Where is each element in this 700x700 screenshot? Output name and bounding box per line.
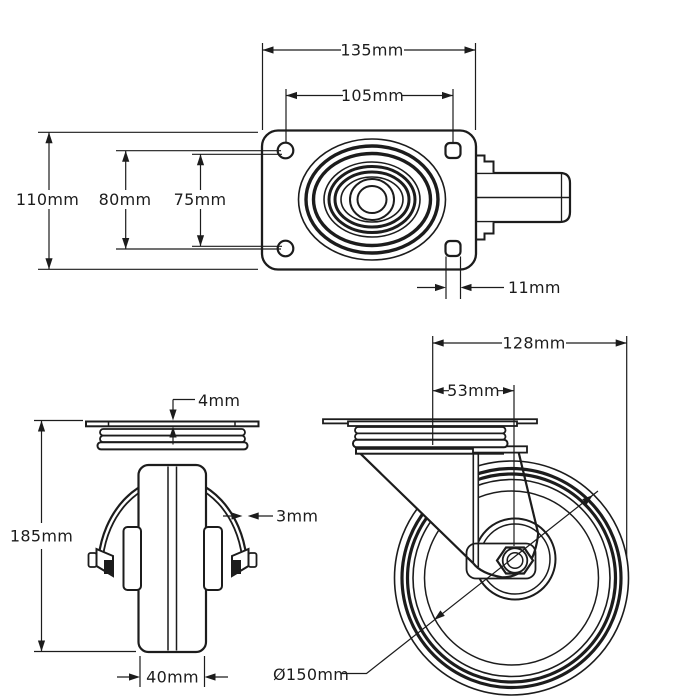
arrowhead [432,387,444,395]
arrowhead [129,673,140,681]
diameter-leader-line [342,490,599,675]
dim-label-overall-height: 185mm [10,527,73,546]
arrowhead [169,409,177,421]
washer-ring [501,547,529,574]
wheel-front-view [137,463,208,654]
arrowhead [45,132,53,144]
arrowhead [231,512,243,520]
bracket-step-top [475,154,495,173]
fork-bottom-wrap [472,533,540,579]
wheel-top-view [474,154,572,241]
dim-label-wheel-width: 40mm [146,668,199,687]
fork-foot-left-pad [104,560,113,574]
dim-plate-width: 135mm [261,41,477,130]
dim-wheel-width: 40mm [117,656,228,687]
side-view: 128mm 53mm Ø150mm [273,334,630,696]
swivel-race-side-3 [352,438,509,449]
wheel-tread-lines [167,466,178,651]
dim-bracket-thickness: 3mm [223,507,318,526]
axle-bolt-hole [506,551,524,570]
dim-slot-pattern-depth: 75mm [174,153,282,247]
dim-label-overall-length: 128mm [502,334,565,353]
dim-wheel-diameter: Ø150mm [273,490,599,684]
dim-label-bolt-pattern-width: 105mm [341,86,404,105]
arrowhead [262,46,274,54]
dim-label-bolt-hole-diameter: 11mm [508,278,561,297]
front-view: 4mm 3mm 185mm 40mm [10,391,318,687]
arrowhead [442,91,453,100]
axle-nut [495,546,535,575]
axle-end-right [247,552,258,568]
arrowhead [503,387,514,395]
arrowhead [434,610,445,620]
swivel-bearing-rings [297,138,447,261]
arrowhead [169,426,177,438]
fork-far-leg-edge [517,450,540,534]
wheel-side-view [393,460,630,696]
hub-cap-left [122,526,142,591]
hex-nut [495,546,535,575]
arrowhead [615,339,627,347]
top-view: 135mm 105mm 110mm 80mm 75mm [16,41,572,299]
arrowhead [37,640,46,652]
dim-label-plate-thickness: 4mm [198,391,240,410]
dim-plate-depth: 110mm [16,131,258,270]
plate-edge-ticks [107,421,236,427]
arrowhead [122,150,130,162]
dim-plate-thickness: 4mm [169,391,240,445]
fork-body-fill [360,450,479,569]
dim-label-bracket-thickness: 3mm [276,507,318,526]
arrowhead [460,283,472,292]
dim-label-wheel-diameter: Ø150mm [273,665,349,684]
dim-bolt-pattern-depth: 80mm [99,150,281,250]
bolt-slot-top-right [444,141,462,160]
arrowhead [196,154,205,166]
dim-bolt-hole-diameter: 11mm [417,256,561,299]
arrowhead [196,235,205,247]
arrowhead [432,339,444,347]
dim-label-slot-pattern-depth: 75mm [174,190,227,209]
arrowhead [582,495,593,505]
mounting-plate-front [85,420,260,428]
arrowhead [204,673,216,681]
dim-label-plate-width: 135mm [340,41,403,60]
bolt-slot-bottom-right [444,239,462,258]
dim-bolt-pattern-width: 105mm [285,86,454,143]
arrowhead [435,283,446,292]
arrowhead [122,238,130,249]
fork-front-edge [472,450,480,567]
axle-end-left [87,552,98,568]
arrowhead [247,512,259,520]
dim-overall-height: 185mm [10,419,136,653]
arrowhead [464,46,476,54]
arrowhead [286,91,297,100]
swivel-race-side-1 [354,426,507,435]
dim-label-swivel-offset: 53mm [447,381,500,400]
bracket-step-bottom [475,222,495,241]
dim-swivel-offset: 53mm [432,381,515,546]
dim-label-plate-depth: 110mm [16,190,79,209]
fork-back-edge [359,452,475,565]
arrowhead [37,420,46,432]
fork-foot-right-pad [232,560,241,574]
arrowhead [45,258,53,270]
dim-label-bolt-pattern-depth: 80mm [99,190,152,209]
hub-cap-right [203,526,223,591]
